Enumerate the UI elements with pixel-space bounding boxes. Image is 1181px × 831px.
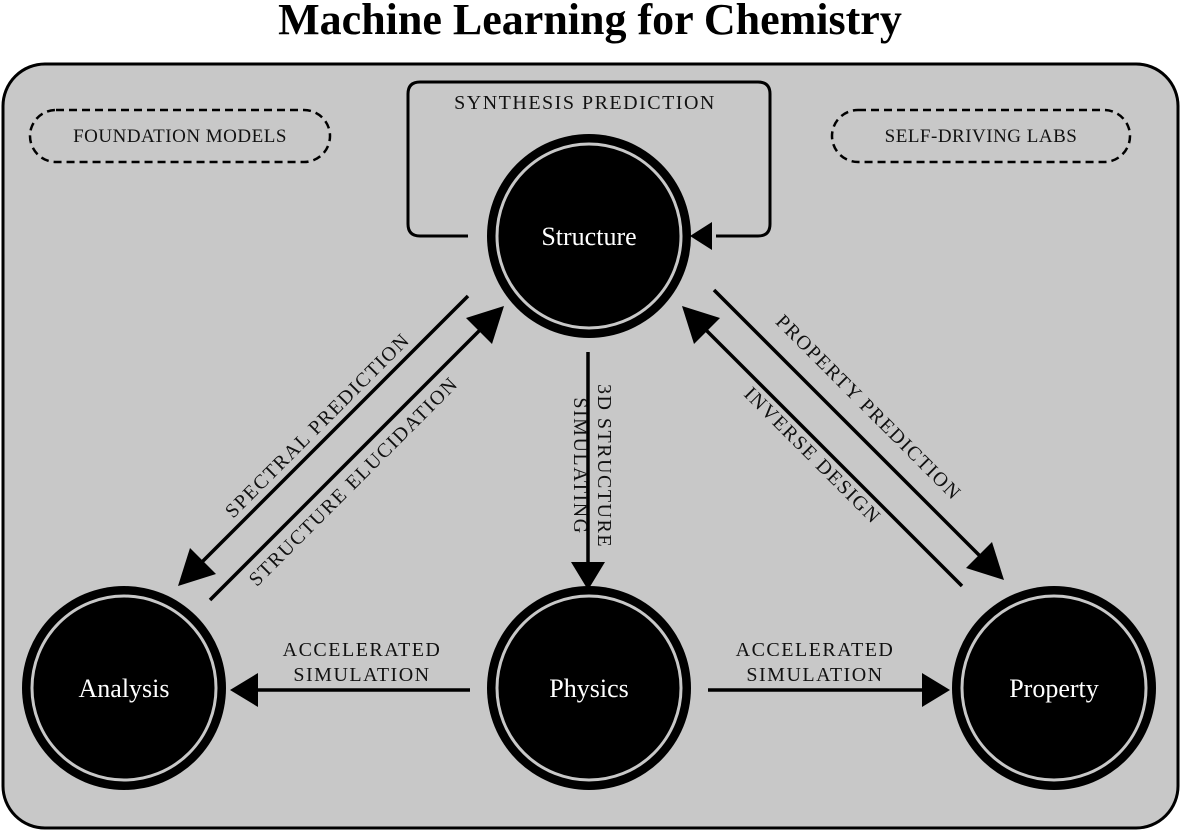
- property-prediction-arrow: [712, 288, 1004, 580]
- analysis-label: Analysis: [79, 674, 170, 703]
- simulating-label-line1: SIMULATING: [569, 397, 591, 534]
- accelerated-simulation-right-arrow: [708, 673, 950, 707]
- property-node: Property: [952, 586, 1156, 790]
- accel-right-label-line1: ACCELERATED: [736, 639, 895, 661]
- diagram-title: Machine Learning for Chemistry: [278, 0, 902, 44]
- structure-node: Structure: [487, 134, 691, 338]
- synthesis-prediction-loop: SYNTHESIS PREDICTION: [406, 80, 772, 250]
- accel-left-label-line2: SIMULATION: [293, 664, 430, 686]
- background-panel: [1, 62, 1180, 830]
- inverse-design-arrow: [682, 306, 964, 588]
- synthesis-arrowhead: [690, 222, 712, 250]
- structure-elucidation-arrow: [208, 306, 504, 602]
- spectral-prediction-arrow: [178, 294, 470, 586]
- property-label: Property: [1009, 674, 1099, 703]
- accel-right-label-line2: SIMULATION: [746, 664, 883, 686]
- foundation-models-tag: FOUNDATION MODELS: [28, 108, 332, 164]
- accelerated-simulation-left-arrow: [230, 673, 470, 707]
- structure-label: Structure: [541, 222, 636, 251]
- self-driving-labs-label: SELF-DRIVING LABS: [885, 126, 1078, 147]
- analysis-node: Analysis: [22, 586, 226, 790]
- simulating-3d-structure-arrow: [571, 352, 605, 590]
- self-driving-labs-tag: SELF-DRIVING LABS: [830, 108, 1132, 164]
- foundation-models-label: FOUNDATION MODELS: [73, 126, 287, 147]
- synthesis-prediction-label: SYNTHESIS PREDICTION: [454, 92, 716, 114]
- physics-node: Physics: [487, 586, 691, 790]
- physics-label: Physics: [549, 674, 628, 703]
- simulating-label-line2: 3D STRUCTURE: [593, 384, 615, 548]
- accel-left-label-line1: ACCELERATED: [283, 639, 442, 661]
